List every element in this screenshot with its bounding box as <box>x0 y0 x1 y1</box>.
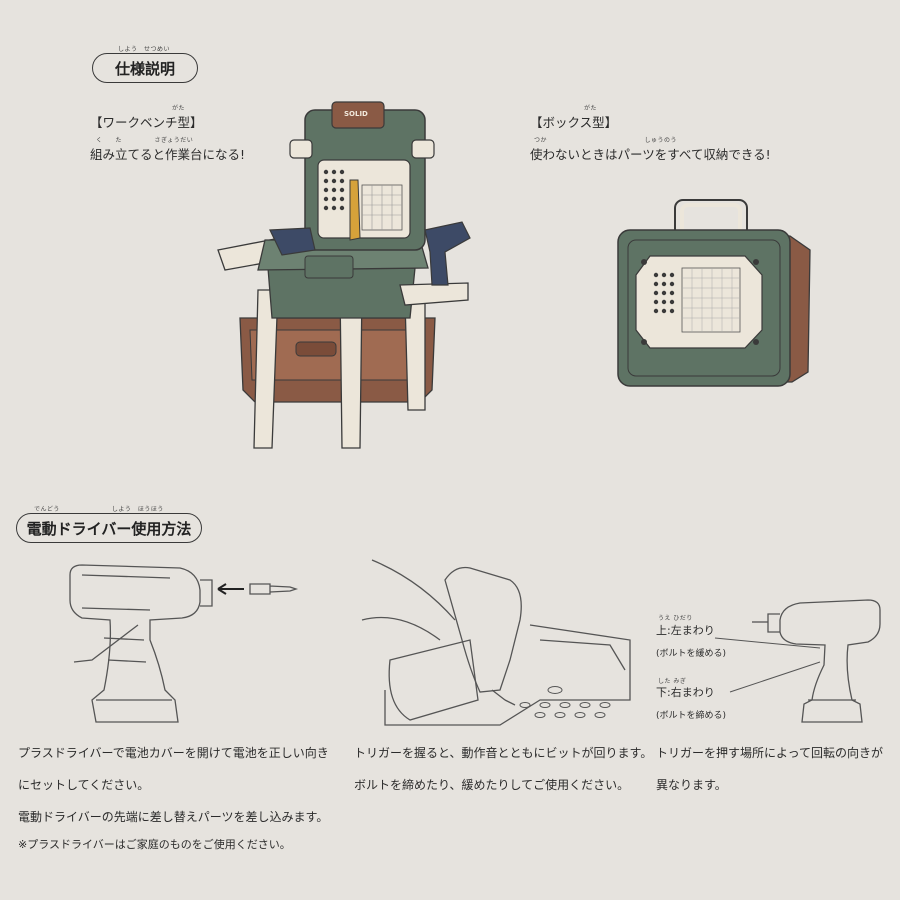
step1-line1: プラスドライバーで電池カバーを開けて電池を正しい向き <box>18 746 329 760</box>
workbench-desc-ruby: く た さぎょうだい <box>96 137 194 144</box>
down-label-ruby: した みぎ <box>658 678 687 685</box>
box-desc-ruby: つか しゅうのう <box>534 137 678 144</box>
step3-line1: トリガーを押す場所によって回転の向きが <box>656 746 884 760</box>
step1-note: ※プラスドライバーはご家庭のものをご使用ください。 <box>18 838 291 851</box>
step2-line1: トリガーを握ると、動作音とともにビットが回ります。 <box>354 746 653 760</box>
step1-line2: にセットしてください。 <box>18 778 150 792</box>
up-label-ruby: うえ ひだり <box>658 615 693 622</box>
workbench-title-ruby: がた <box>172 105 186 112</box>
step3-line2: 異なります。 <box>656 778 727 792</box>
direction-up-sub: (ボルトを緩める) <box>656 649 727 659</box>
step2-line2: ボルトを締めたり、緩めたりしてご使用ください。 <box>354 778 630 792</box>
spec-heading: 仕様説明 <box>92 53 198 83</box>
direction-up-label: 上:左まわり <box>656 624 715 637</box>
direction-down-sub: (ボルトを締める) <box>656 711 727 721</box>
box-title-ruby: がた <box>584 105 598 112</box>
step1-line3: 電動ドライバーの先端に差し替えパーツを差し込みます。 <box>18 810 329 824</box>
driver-heading: 電動ドライバー使用方法 <box>16 513 202 543</box>
direction-down-label: 下:右まわり <box>656 686 715 699</box>
box-title: 【ボックス型】 <box>530 115 618 130</box>
workbench-title: 【ワークベンチ型】 <box>90 115 203 130</box>
box-desc: 使わないときはパーツをすべて収納できる! <box>530 147 771 162</box>
spec-heading-ruby: しよう せつめい <box>118 46 171 53</box>
workbench-desc: 組み立てると作業台になる! <box>90 147 246 162</box>
workbench-logo: SOLID <box>344 110 368 118</box>
driver-heading-ruby: でんどう しよう ほうほう <box>34 506 164 513</box>
